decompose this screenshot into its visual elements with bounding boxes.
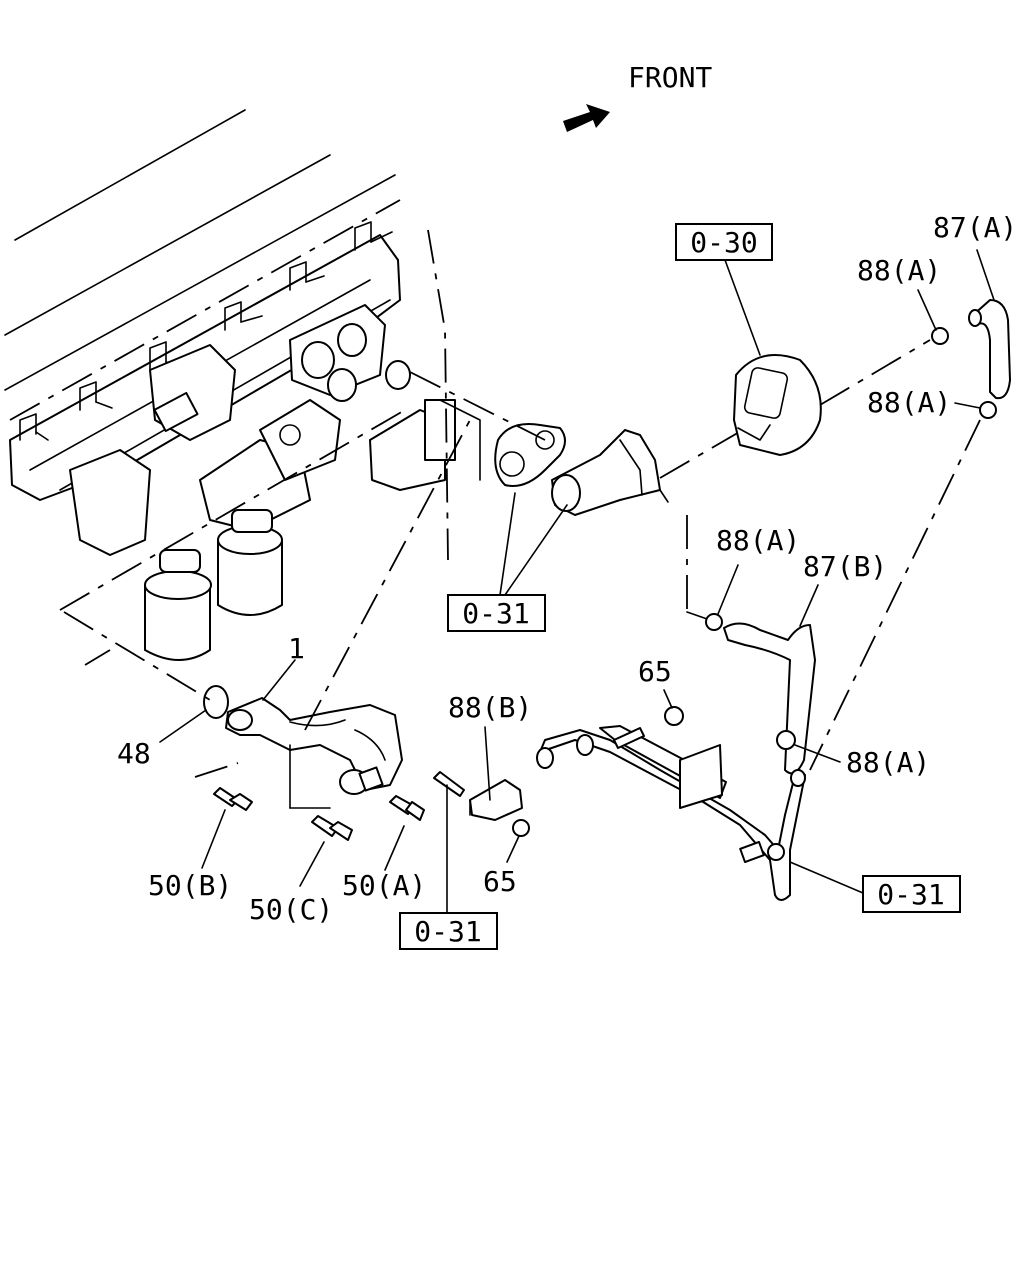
callout-88a-center: 88(A) [716, 524, 800, 557]
callout-87b: 87(B) [803, 550, 887, 583]
ref-box-0-30[interactable]: 0-30 [675, 223, 773, 261]
callout-labels: 1 48 50(B) 50(C) 50(A) 88(B) 65 65 88(A)… [117, 211, 1017, 926]
thermostat-housing [409, 371, 761, 621]
callout-88b: 88(B) [448, 691, 532, 724]
bolt-50b [213, 787, 253, 811]
callout-48: 48 [117, 737, 151, 770]
ref-0-30-label: 0-30 [690, 226, 757, 259]
ref-box-0-31-bottom[interactable]: 0-31 [399, 912, 498, 950]
ref-box-0-31-right[interactable]: 0-31 [862, 875, 961, 913]
hose-87b [705, 564, 841, 775]
front-label: FRONT [628, 61, 712, 94]
bolt-50a [389, 795, 425, 821]
callout-87a: 87(A) [933, 211, 1017, 244]
callout-50c: 50(C) [249, 893, 333, 926]
callout-50b: 50(B) [148, 869, 232, 902]
gasket-48 [203, 685, 229, 719]
ref-box-0-31-center[interactable]: 0-31 [447, 594, 546, 632]
nut-65-top [664, 706, 684, 726]
callout-88a-low: 88(A) [846, 746, 930, 779]
callout-65-top: 65 [638, 655, 672, 688]
engine-block [4, 109, 481, 666]
bolt-50c [311, 815, 353, 841]
ref-0-31-right-label: 0-31 [877, 878, 944, 911]
water-pipe-assembly [63, 419, 471, 809]
clamp-88a-low [776, 730, 796, 750]
clamp-88a-mid [979, 401, 997, 419]
callout-65-bottom: 65 [483, 865, 517, 898]
front-indicator: FRONT [563, 61, 712, 132]
callout-88a-top: 88(A) [857, 254, 941, 287]
bracket-88b [469, 779, 523, 821]
ref-0-31-center-label: 0-31 [462, 597, 529, 630]
leader-lines [159, 492, 568, 887]
callout-1: 1 [288, 632, 305, 665]
stud [433, 771, 465, 797]
clamp-88a-center [705, 613, 723, 631]
front-arrow-icon [563, 104, 610, 132]
callout-50a: 50(A) [342, 869, 426, 902]
stud-bracket-group [433, 771, 530, 919]
clamp-88a-top [931, 327, 949, 345]
hose-87a [809, 249, 1011, 771]
cover-0-30 [724, 259, 931, 456]
pipe-assembly-right [536, 689, 864, 901]
ref-0-31-bottom-label: 0-31 [414, 915, 481, 948]
bolts-50 [213, 787, 425, 841]
nut-65-bottom [512, 819, 530, 837]
callout-88a-mid: 88(A) [867, 386, 951, 419]
